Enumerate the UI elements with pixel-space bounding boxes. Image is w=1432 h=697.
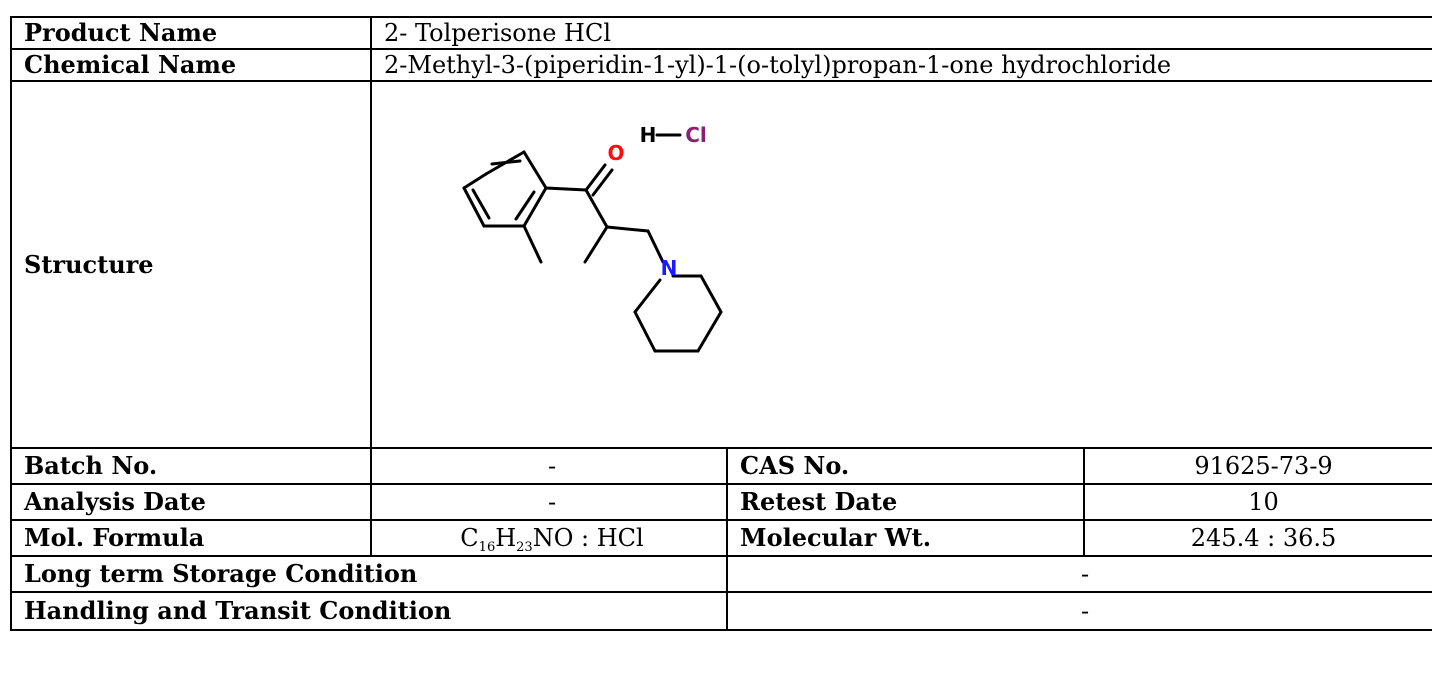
bond-lines [462, 133, 723, 353]
formula-carbon: C [460, 524, 479, 552]
handling-condition-label: Handling and Transit Condition [10, 591, 728, 631]
handling-condition-value: - [725, 591, 1432, 631]
analysis-date-value: - [370, 483, 728, 521]
structure-cell: O N H Cl [369, 80, 1432, 449]
formula-carbon-count: 16 [478, 540, 496, 555]
nitrogen-atom: N [661, 256, 678, 280]
product-spec-table: Product Name 2- Tolperisone HCl Chemical… [10, 16, 1432, 631]
retest-date-value: 10 [1082, 483, 1432, 521]
chemical-name-row: Chemical Name 2-Methyl-3-(piperidin-1-yl… [10, 48, 1432, 82]
chlorine-atom: Cl [685, 123, 707, 147]
analysis-date-label: Analysis Date [10, 483, 372, 521]
batch-no-label: Batch No. [10, 447, 372, 485]
batch-no-value: - [370, 447, 728, 485]
chemical-name-value: 2-Methyl-3-(piperidin-1-yl)-1-(o-tolyl)p… [369, 48, 1432, 82]
oxygen-atom: O [607, 141, 624, 165]
chemical-name-label: Chemical Name [10, 48, 372, 82]
structure-label: Structure [10, 80, 372, 449]
chemical-structure-drawing: O N H Cl [462, 123, 723, 353]
molecular-wt-value: 245.4 : 36.5 [1082, 519, 1432, 557]
storage-condition-label: Long term Storage Condition [10, 555, 728, 593]
cas-no-label: CAS No. [726, 447, 1085, 485]
product-name-value: 2- Tolperisone HCl [369, 16, 1432, 50]
handling-row: Handling and Transit Condition - [10, 591, 1432, 631]
batch-cas-row: Batch No. - CAS No. 91625-73-9 [10, 447, 1432, 485]
storage-row: Long term Storage Condition - [10, 555, 1432, 593]
retest-date-label: Retest Date [726, 483, 1085, 521]
product-name-label: Product Name [10, 16, 372, 50]
mol-formula-value: C16H23NO : HCl [370, 519, 728, 557]
mol-formula-label: Mol. Formula [10, 519, 372, 557]
product-name-row: Product Name 2- Tolperisone HCl [10, 16, 1432, 50]
molecular-wt-label: Molecular Wt. [726, 519, 1085, 557]
storage-condition-value: - [725, 555, 1432, 593]
formula-row: Mol. Formula C16H23NO : HCl Molecular Wt… [10, 519, 1432, 557]
hydrogen-atom: H [640, 123, 657, 147]
structure-row: Structure [10, 80, 1432, 449]
date-row: Analysis Date - Retest Date 10 [10, 483, 1432, 521]
formula-hydrogen: H [495, 524, 517, 552]
formula-hydrogen-count: 23 [516, 540, 533, 555]
cas-no-value: 91625-73-9 [1082, 447, 1432, 485]
formula-rest: NO : HCl [532, 524, 644, 552]
